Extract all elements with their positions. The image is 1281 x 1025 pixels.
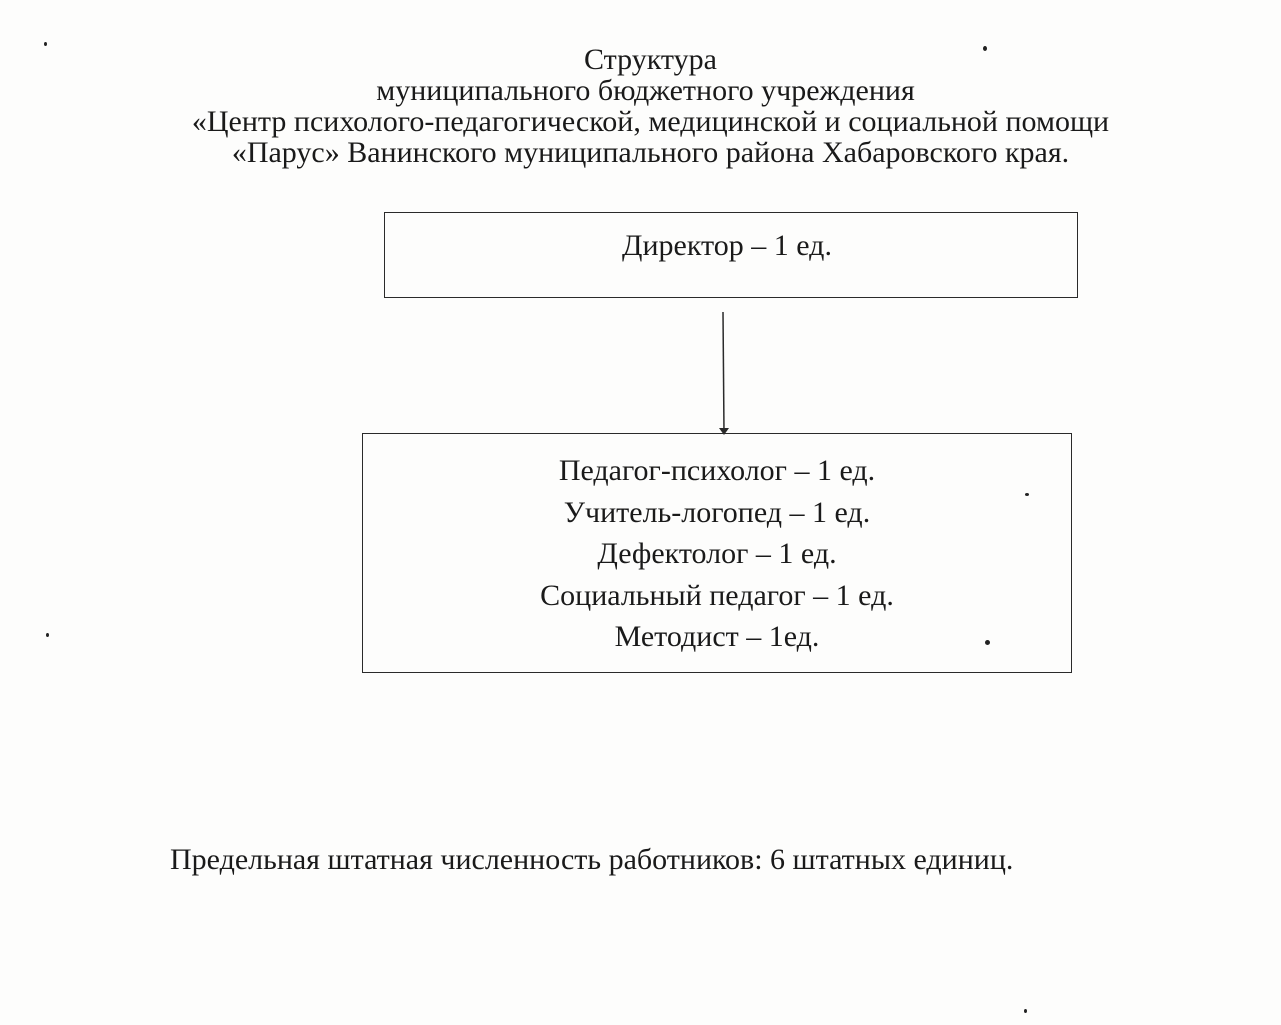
staff-limit-note: Предельная штатная численность работнико… xyxy=(170,843,1014,876)
title-line-3: «Центр психолого-педагогической, медицин… xyxy=(191,105,1110,138)
scan-speck xyxy=(985,640,990,645)
scan-speck xyxy=(1025,493,1029,496)
title-line-4: «Парус» Ванинского муниципального района… xyxy=(231,136,1070,169)
document-title: Структура муниципального бюджетного учре… xyxy=(0,44,1281,168)
staff-item-methodologist: Методист – 1ед. xyxy=(614,620,820,653)
director-to-staff-line xyxy=(722,311,725,434)
scan-speck xyxy=(1024,1009,1027,1013)
staff-node: Педагог-психолог – 1 ед. Учитель-логопед… xyxy=(362,433,1072,673)
title-line-1: Структура xyxy=(584,43,717,76)
scan-speck xyxy=(44,42,47,46)
staff-item-defectologist: Дефектолог – 1 ед. xyxy=(597,537,837,570)
director-label: Директор – 1 ед. xyxy=(622,229,832,262)
staff-item-speech-therapist: Учитель-логопед – 1 ед. xyxy=(563,495,871,529)
scan-speck xyxy=(46,633,49,637)
staff-list: Педагог-психолог – 1 ед. Учитель-логопед… xyxy=(363,450,1071,658)
scan-speck xyxy=(983,46,987,51)
director-node: Директор – 1 ед. xyxy=(384,212,1078,298)
title-line-2: муниципального бюджетного учреждения xyxy=(376,74,915,107)
staff-item-social-pedagogue: Социальный педагог – 1 ед. xyxy=(540,578,894,612)
staff-item-educational-psychologist: Педагог-психолог – 1 ед. xyxy=(558,454,876,487)
